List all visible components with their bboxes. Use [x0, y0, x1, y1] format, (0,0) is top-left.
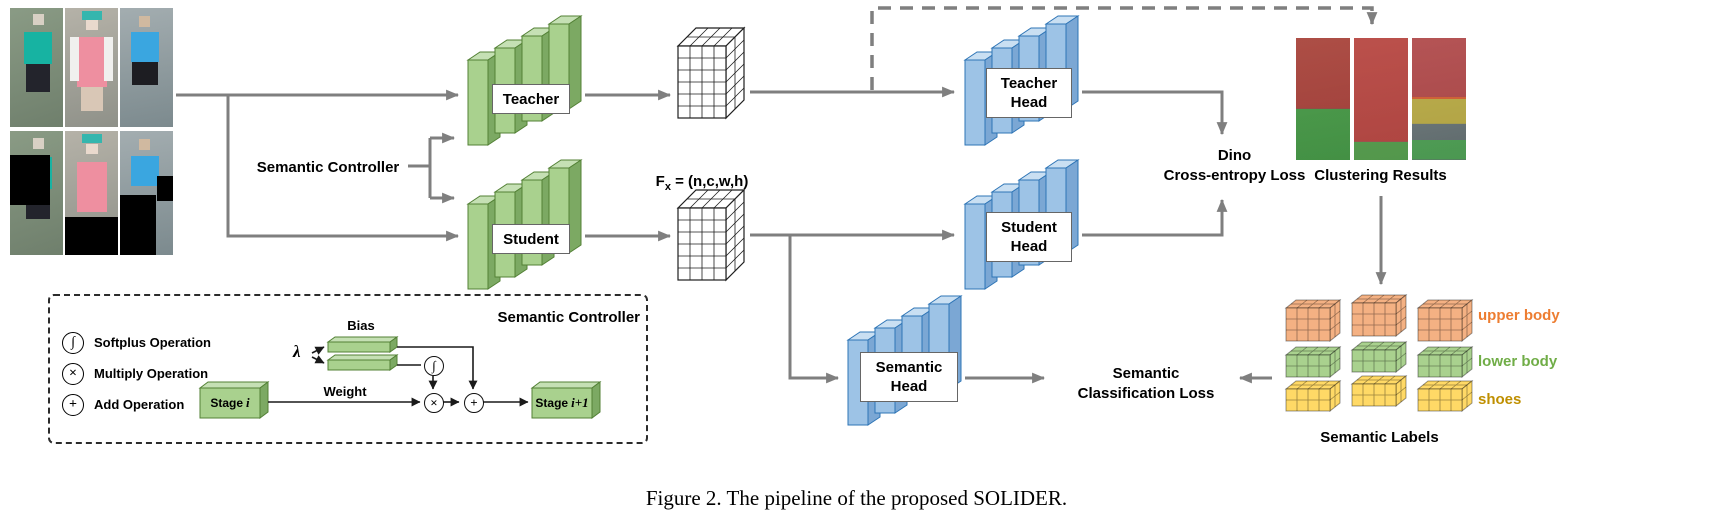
- semantic-labels-label: Semantic Labels: [1320, 429, 1439, 446]
- multiply-op-icon: ×: [424, 393, 444, 413]
- multiply-icon: ×: [62, 363, 84, 385]
- semantic-classification-loss-label: Semantic Classification Loss: [1077, 365, 1215, 402]
- lambda-symbol: λ: [293, 342, 301, 361]
- semantic-head-label: Semantic Head: [860, 352, 958, 402]
- stage-i-prefix: Stage: [210, 396, 244, 410]
- softplus-legend-label: Softplus Operation: [94, 335, 211, 350]
- lower-body-cube: [1285, 346, 1341, 378]
- semantic-controller-label: Semantic Controller: [256, 159, 400, 176]
- semantic-controller-box: [48, 294, 648, 444]
- shoes-cube: [1417, 380, 1473, 412]
- semantic-label-group-3: [1417, 299, 1473, 412]
- upper-body-cube: [1285, 299, 1341, 342]
- softplus-icon: ∫: [62, 332, 84, 354]
- teacher-head-label: Teacher Head: [986, 68, 1072, 118]
- student-label: Student: [492, 224, 570, 254]
- arrow-lambda-to-bias2: [311, 355, 325, 364]
- controller-branch-line: [408, 138, 432, 198]
- arrow-student-head-to-dino-loss: [1082, 198, 1228, 237]
- semantic-label-group-2: [1351, 294, 1407, 407]
- input-image-3: [120, 8, 173, 127]
- feature-shape: = (n,c,w,h): [670, 173, 749, 190]
- lower-body-label: lower body: [1478, 353, 1558, 370]
- teacher-backbone-block: [468, 16, 581, 145]
- upper-body-cube: [1417, 299, 1473, 342]
- feature-subscript: x: [664, 181, 671, 193]
- semantic-controller-box-title: Semantic Controller: [497, 309, 640, 326]
- arrow-lambda-to-bias1: [311, 346, 325, 355]
- add-legend-label: Add Operation: [94, 397, 185, 412]
- arrow-bias-to-add: [397, 346, 478, 390]
- masked-input-image-3: [120, 131, 173, 255]
- add-op-icon: +: [464, 393, 484, 413]
- upper-body-cube: [1351, 294, 1407, 337]
- stage-i1-prefix: Stage: [535, 396, 569, 410]
- figure-caption: Figure 2. The pipeline of the proposed S…: [645, 486, 1068, 510]
- add-icon: +: [62, 394, 84, 416]
- feature-cube-student: [677, 189, 745, 281]
- student-head-label: Student Head: [986, 212, 1072, 262]
- stage-i-var: i: [246, 395, 250, 410]
- multiply-legend-label: Multiply Operation: [94, 366, 209, 381]
- input-image-1: [10, 8, 63, 127]
- softplus-op-icon: ∫: [424, 356, 444, 376]
- clustering-image-3: [1412, 38, 1466, 160]
- dino-loss-label: Dino Cross-entropy Loss: [1163, 147, 1306, 184]
- teacher-label: Teacher: [492, 84, 570, 114]
- stage-i1-var: i+1: [571, 395, 589, 410]
- masked-input-image-1: [10, 131, 63, 255]
- upper-body-label: upper body: [1478, 307, 1560, 324]
- feature-symbol: F: [655, 173, 665, 190]
- clustering-image-1: [1296, 38, 1350, 160]
- masked-input-image-2: [65, 131, 118, 255]
- lower-body-cube: [1417, 346, 1473, 378]
- lower-body-cube: [1351, 341, 1407, 373]
- arrow-images-to-student: [226, 95, 460, 242]
- feature-cube-teacher: [677, 27, 745, 119]
- shoes-cube: [1351, 375, 1407, 407]
- shoes-label: shoes: [1478, 391, 1522, 408]
- arrow-feature-to-semantic-head: [788, 235, 840, 384]
- clustering-results-label: Clustering Results: [1314, 167, 1447, 184]
- bias-label: Bias: [347, 318, 375, 333]
- input-image-2: [65, 8, 118, 127]
- dashed-arrow-teacher-to-clustering: [870, 6, 1378, 90]
- semantic-label-group-1: [1285, 299, 1341, 412]
- weight-label: Weight: [323, 384, 367, 399]
- clustering-image-2: [1354, 38, 1408, 160]
- shoes-cube: [1285, 380, 1341, 412]
- arrow-teacher-head-to-dino-loss: [1082, 90, 1228, 136]
- feature-label: Fx = (n,c,w,h): [612, 152, 792, 197]
